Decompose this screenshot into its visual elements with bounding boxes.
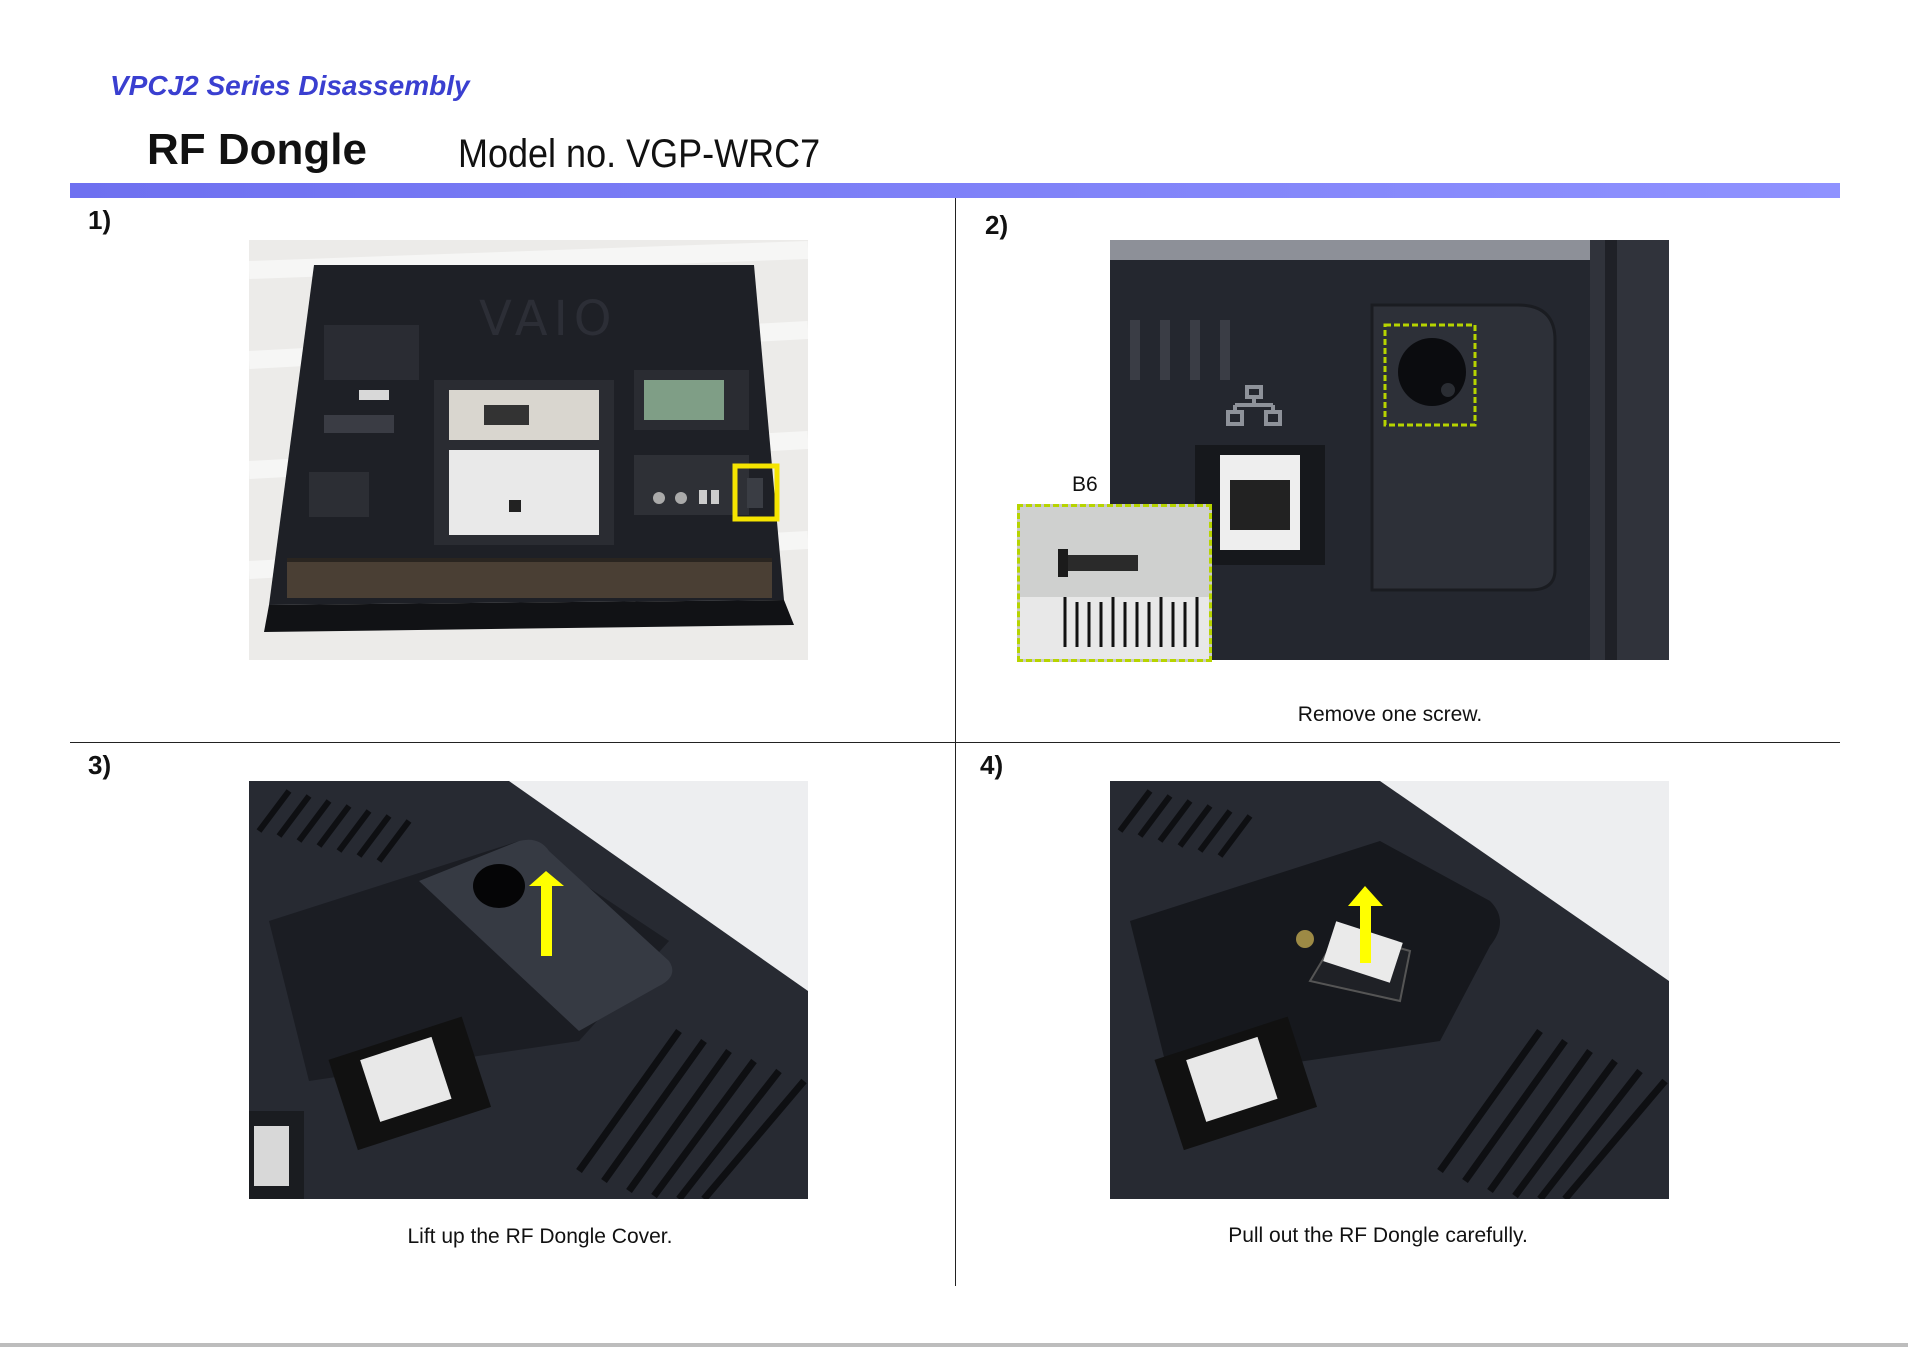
series-title: VPCJ2 Series Disassembly: [110, 70, 470, 101]
page-title: RF Dongle: [147, 125, 367, 174]
step-4-number: 4): [980, 750, 1004, 780]
photo-lift-cover: [249, 781, 808, 1199]
photo-pull-dongle: [1110, 781, 1669, 1199]
step-2-number: 2): [985, 210, 1009, 240]
up-arrow-icon: [1348, 886, 1383, 906]
grid-divider-horizontal: [70, 742, 1840, 743]
step-1-number: 1): [88, 205, 112, 235]
screw-highlight-box: [1383, 323, 1477, 427]
title-underline-bar: [70, 183, 1840, 198]
photo-screw-location: [1110, 240, 1669, 660]
step-4-caption: Pull out the RF Dongle carefully.: [1228, 1224, 1528, 1247]
step-3-number: 3): [88, 750, 112, 780]
page-bottom-border: [0, 1343, 1908, 1347]
location-highlight-box: [732, 463, 780, 522]
screw-type-label: B6: [1072, 473, 1098, 496]
step-3-caption: Lift up the RF Dongle Cover.: [407, 1225, 673, 1248]
up-arrow-icon: [529, 871, 564, 886]
screw-head-icon: [1058, 549, 1068, 577]
lift-arrow-shaft: [541, 881, 552, 956]
photo-computer-back: VAIO: [249, 240, 808, 660]
step-2-caption: Remove one screw.: [1297, 703, 1483, 726]
model-number: Model no. VGP-WRC7: [458, 132, 821, 176]
screw-thread-icon: [1068, 555, 1138, 571]
svg-text:VAIO: VAIO: [479, 291, 618, 347]
screw-inset: [1017, 504, 1212, 662]
pull-arrow-shaft: [1360, 901, 1371, 963]
